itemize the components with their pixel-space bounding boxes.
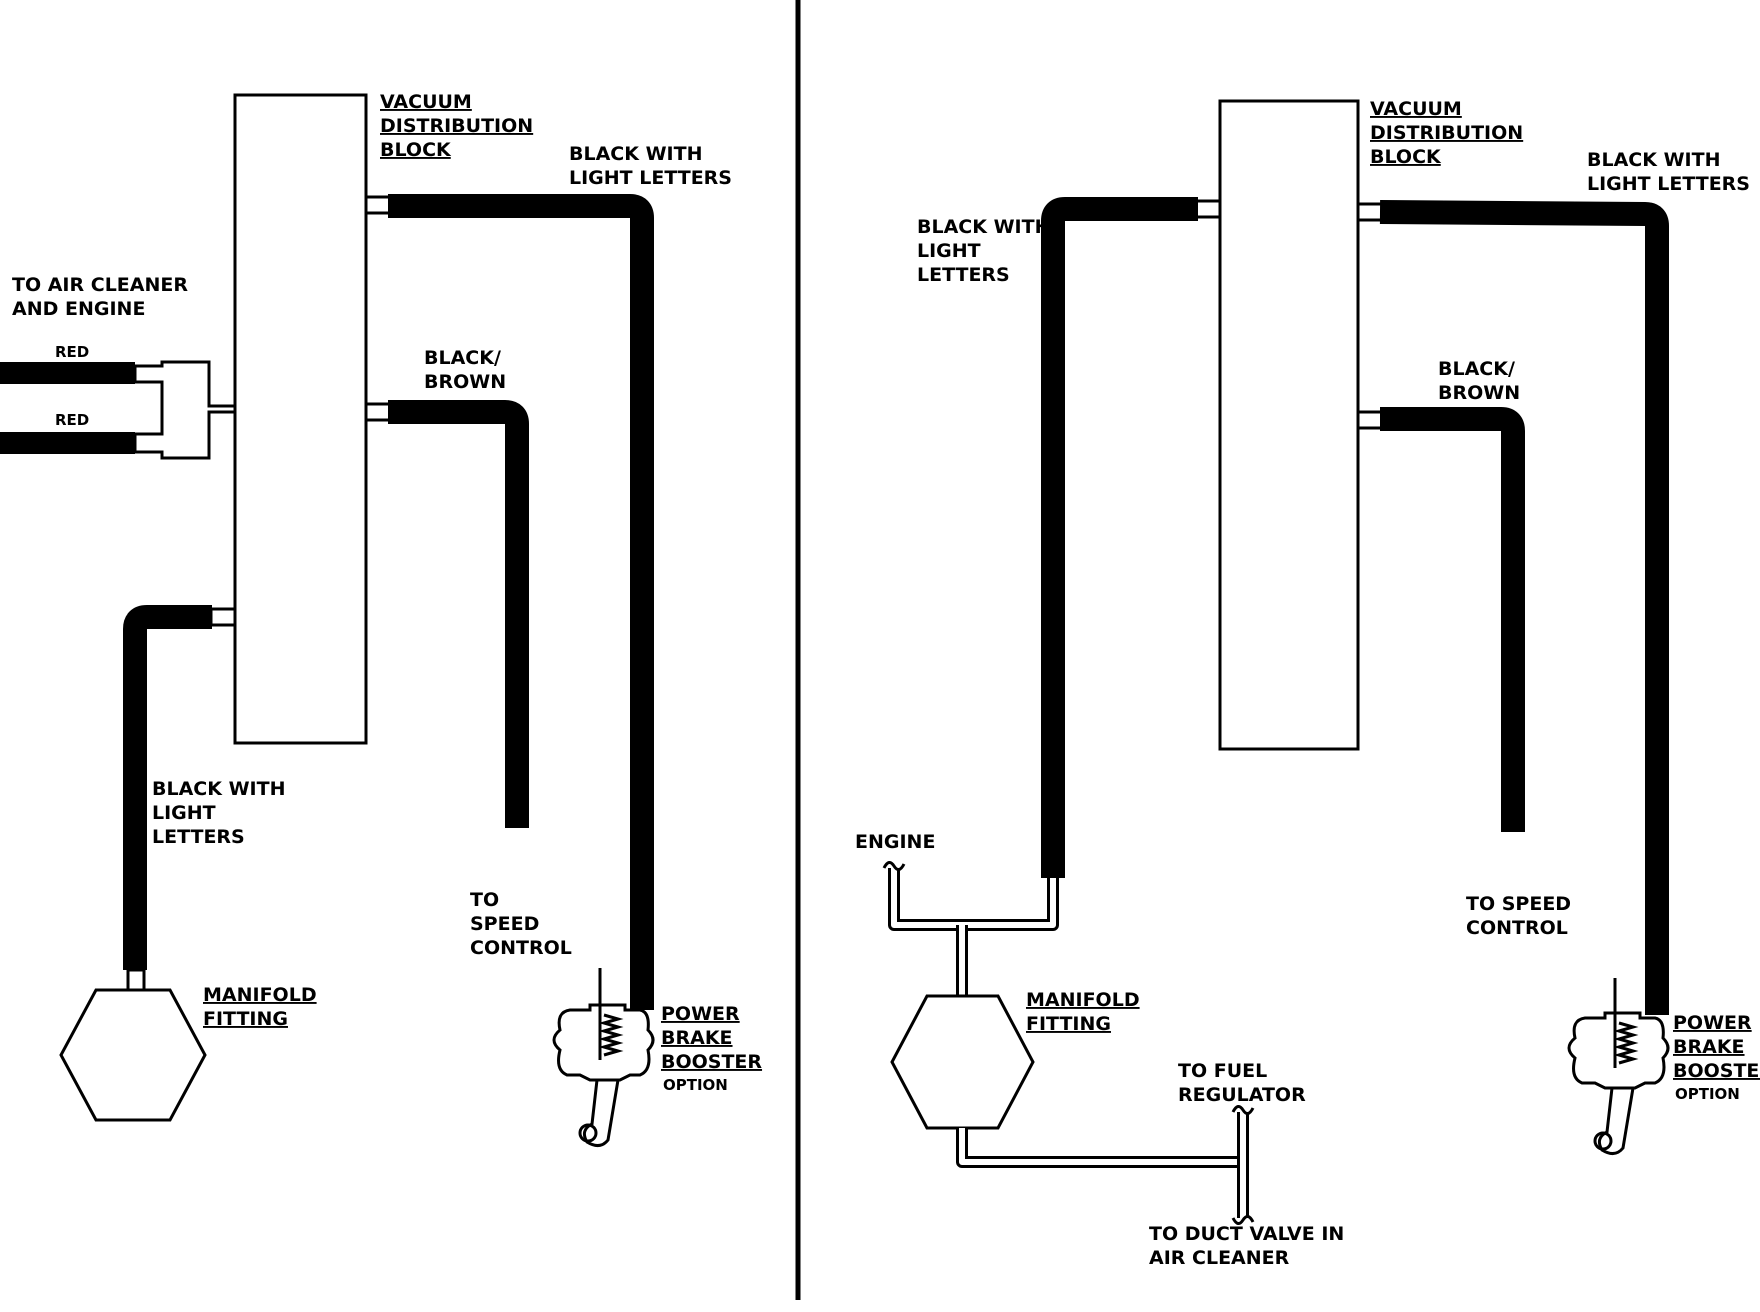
right-label-fuel-regulator-2: REGULATOR bbox=[1178, 1084, 1306, 1106]
left-label-block-3: BLOCK bbox=[380, 139, 452, 161]
right-distribution-block bbox=[1218, 99, 1360, 751]
right-label-black-light-left-2: LIGHT bbox=[917, 240, 981, 262]
right-label-block-2: DISTRIBUTION bbox=[1370, 122, 1523, 144]
left-label-booster-2: BRAKE bbox=[661, 1027, 733, 1049]
right-label-speed-control-2: CONTROL bbox=[1466, 917, 1568, 939]
right-panel bbox=[882, 99, 1670, 1225]
left-label-black-brown-1: BLACK/ bbox=[424, 347, 501, 369]
right-label-duct-valve-1: TO DUCT VALVE IN bbox=[1149, 1223, 1344, 1245]
right-fuel-squiggle bbox=[1231, 1105, 1255, 1115]
right-label-fuel-regulator-1: TO FUEL bbox=[1178, 1060, 1267, 1082]
right-label-black-light-top-1: BLACK WITH bbox=[1587, 149, 1720, 171]
right-port-top-left bbox=[1194, 199, 1222, 219]
right-label-black-light-top-2: LIGHT LETTERS bbox=[1587, 173, 1750, 195]
left-label-air-cleaner-2: AND ENGINE bbox=[12, 298, 145, 320]
right-label-black-brown-1: BLACK/ bbox=[1438, 358, 1515, 380]
left-label-black-light-top-2: LIGHT LETTERS bbox=[569, 167, 732, 189]
right-port-mid-right bbox=[1356, 410, 1384, 430]
left-label-block-1: VACUUM bbox=[380, 91, 472, 113]
right-label-booster-3: BOOSTER bbox=[1673, 1060, 1760, 1082]
right-engine-tube bbox=[888, 868, 1059, 931]
left-hose-black-light-top bbox=[388, 194, 654, 1010]
left-power-brake-booster bbox=[552, 968, 655, 1147]
left-label-speed-control-1: TO bbox=[470, 889, 499, 911]
left-label-block-2: DISTRIBUTION bbox=[380, 115, 533, 137]
right-label-duct-valve-2: AIR CLEANER bbox=[1149, 1247, 1290, 1269]
right-fuel-tube-inner bbox=[959, 1128, 1243, 1165]
left-label-speed-control-2: SPEED bbox=[470, 913, 539, 935]
left-label-black-light-bottom-3: LETTERS bbox=[152, 826, 245, 848]
right-port-top-right bbox=[1356, 202, 1384, 222]
left-hose-black-brown bbox=[388, 400, 529, 828]
left-label-booster-1: POWER bbox=[661, 1003, 740, 1025]
left-label-air-cleaner-1: TO AIR CLEANER bbox=[12, 274, 188, 296]
left-panel bbox=[0, 93, 655, 1147]
right-engine-tube-inner bbox=[891, 868, 1056, 928]
right-label-black-brown-2: BROWN bbox=[1438, 382, 1520, 404]
left-port-top-right bbox=[364, 195, 392, 215]
right-label-black-light-left-1: BLACK WITH bbox=[917, 216, 1050, 238]
right-duct-squiggle bbox=[1231, 1215, 1255, 1225]
left-hose-black-light-bottom bbox=[123, 605, 212, 970]
right-label-block-1: VACUUM bbox=[1370, 98, 1462, 120]
right-label-engine: ENGINE bbox=[855, 831, 935, 853]
right-label-booster-2: BRAKE bbox=[1673, 1036, 1745, 1058]
right-hose-black-light-top bbox=[1379, 200, 1669, 1015]
right-manifold-hexagon bbox=[890, 994, 1035, 1130]
left-label-speed-control-3: CONTROL bbox=[470, 937, 572, 959]
right-label-black-light-left-3: LETTERS bbox=[917, 264, 1010, 286]
right-label-block-3: BLOCK bbox=[1370, 146, 1442, 168]
right-label-option: OPTION bbox=[1675, 1085, 1740, 1103]
left-port-mid-right bbox=[364, 402, 392, 422]
right-label-manifold-2: FITTING bbox=[1026, 1013, 1111, 1035]
right-power-brake-booster bbox=[1567, 978, 1670, 1155]
left-label-manifold-1: MANIFOLD bbox=[203, 984, 317, 1006]
right-fuel-tube bbox=[956, 1128, 1243, 1168]
left-label-red-1: RED bbox=[55, 343, 89, 361]
right-label-manifold-1: MANIFOLD bbox=[1026, 989, 1140, 1011]
right-label-booster-1: POWER bbox=[1673, 1012, 1752, 1034]
left-label-red-2: RED bbox=[55, 411, 89, 429]
left-label-black-light-top-1: BLACK WITH bbox=[569, 143, 702, 165]
right-label-speed-control-1: TO SPEED bbox=[1466, 893, 1571, 915]
left-label-option: OPTION bbox=[663, 1076, 728, 1094]
right-hose-black-light-left bbox=[1041, 197, 1198, 878]
left-y-fitting bbox=[133, 360, 237, 460]
right-hose-black-brown bbox=[1380, 407, 1525, 832]
left-label-black-brown-2: BROWN bbox=[424, 371, 506, 393]
left-label-manifold-2: FITTING bbox=[203, 1008, 288, 1030]
left-label-booster-3: BOOSTER bbox=[661, 1051, 762, 1073]
left-port-lower-left bbox=[209, 607, 237, 627]
left-distribution-block bbox=[233, 93, 368, 745]
left-manifold-hexagon bbox=[59, 988, 207, 1122]
left-label-black-light-bottom-2: LIGHT bbox=[152, 802, 216, 824]
right-engine-squiggle bbox=[882, 861, 906, 871]
left-label-black-light-bottom-1: BLACK WITH bbox=[152, 778, 285, 800]
